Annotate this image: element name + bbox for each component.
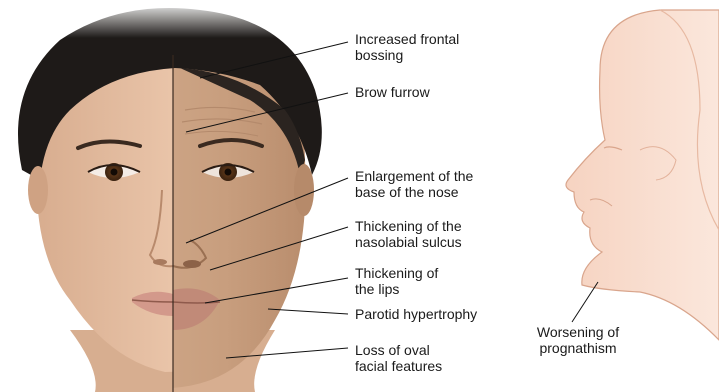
label-nose-base-line2: base of the nose	[355, 184, 473, 200]
label-parotid-text: Parotid hypertrophy	[355, 306, 477, 322]
right-ear	[294, 164, 314, 216]
label-oval: Loss of oval facial features	[355, 342, 442, 374]
label-oval-line2: facial features	[355, 358, 442, 374]
leader-parotid	[268, 309, 348, 314]
left-ear	[28, 166, 48, 214]
label-parotid: Parotid hypertrophy	[355, 306, 477, 322]
label-prognathism-line1: Worsening of	[522, 324, 634, 340]
label-brow-furrow-text: Brow furrow	[355, 84, 430, 100]
label-frontal-bossing: Increased frontal bossing	[355, 31, 459, 63]
label-prognathism: Worsening of prognathism	[522, 324, 634, 356]
label-nasolabial-line2: nasolabial sulcus	[355, 234, 462, 250]
label-nose-base: Enlargement of the base of the nose	[355, 168, 473, 200]
leader-prognathism	[572, 282, 598, 322]
label-nasolabial-line1: Thickening of the	[355, 218, 462, 234]
label-lips-line1: Thickening of	[355, 265, 438, 281]
label-frontal-bossing-line1: Increased frontal	[355, 31, 459, 47]
label-brow-furrow: Brow furrow	[355, 84, 430, 100]
label-frontal-bossing-line2: bossing	[355, 47, 459, 63]
label-lips: Thickening of the lips	[355, 265, 438, 297]
label-nasolabial: Thickening of the nasolabial sulcus	[355, 218, 462, 250]
label-nose-base-line1: Enlargement of the	[355, 168, 473, 184]
label-oval-line1: Loss of oval	[355, 342, 442, 358]
side-profile-illustration	[566, 10, 719, 340]
label-lips-line2: the lips	[355, 281, 438, 297]
label-prognathism-line2: prognathism	[522, 340, 634, 356]
